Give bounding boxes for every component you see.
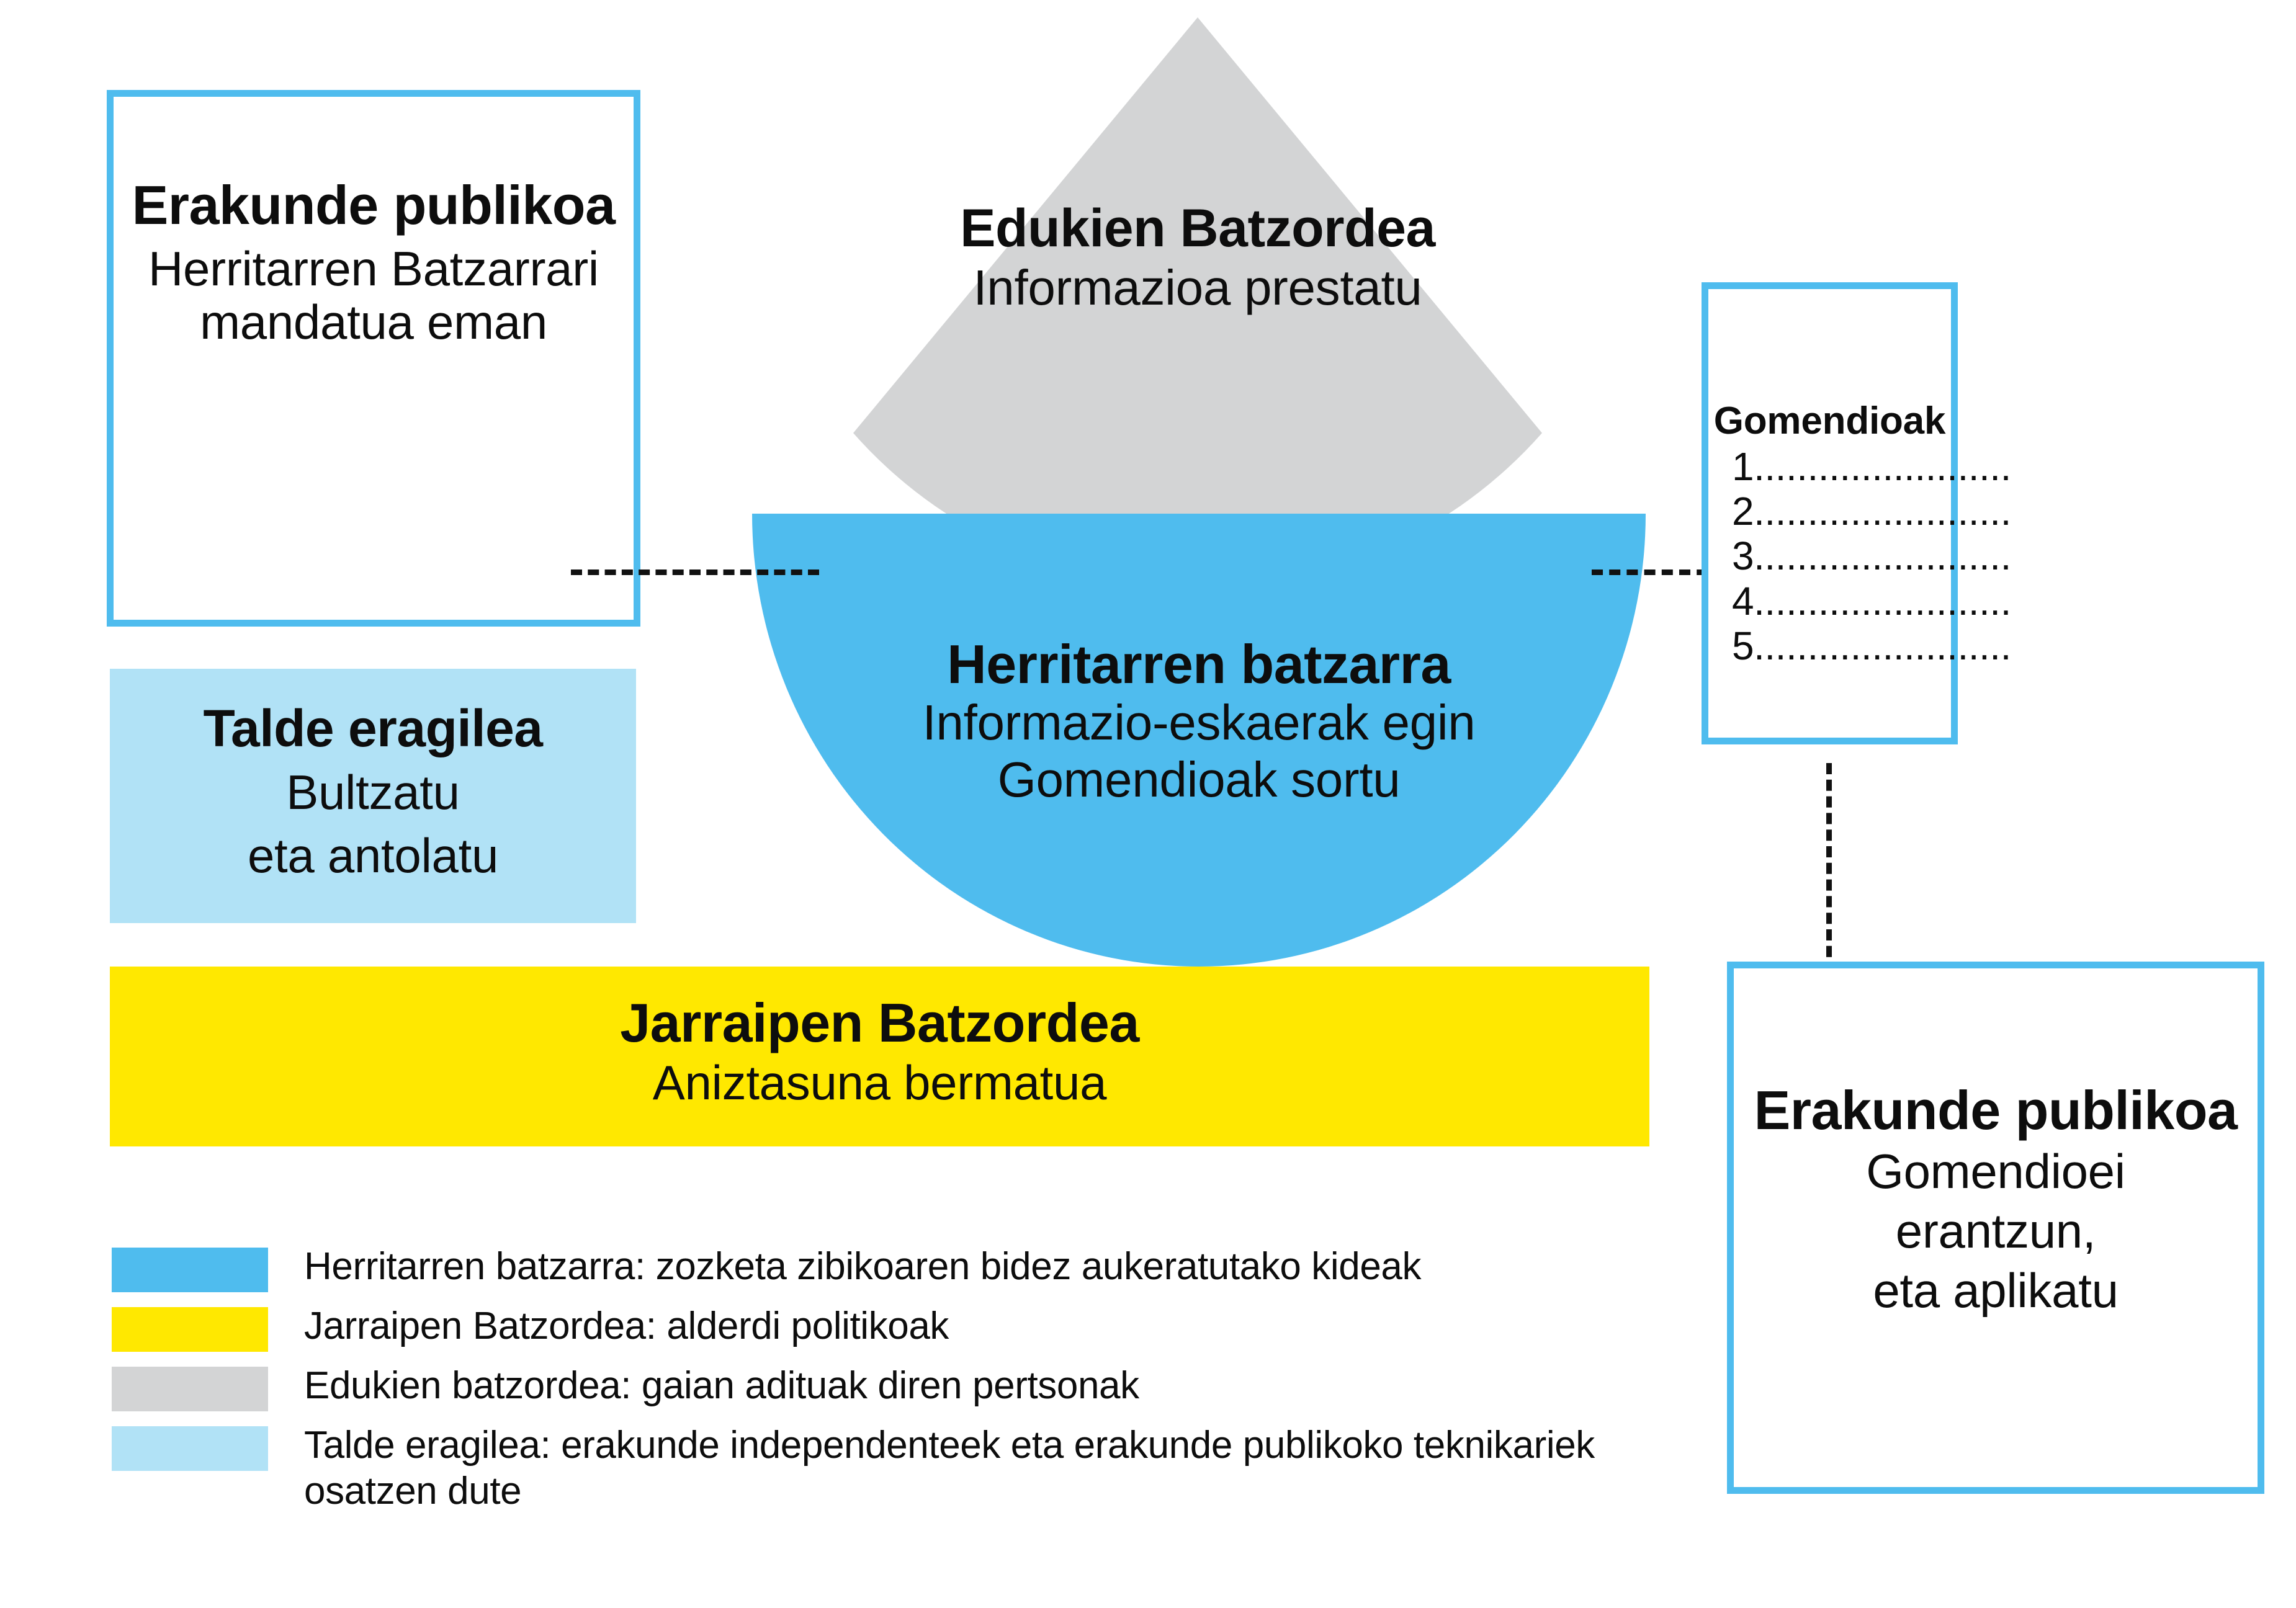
dome-path [752,514,1646,967]
public-institution-right-title: Erakunde publikoa [1754,1079,2238,1141]
legend-swatch-light-blue [112,1426,268,1471]
content-committee-wedge-shape: Edukien Batzordea Informazioa prestatu [853,17,1542,589]
public-institution-left-box: Erakunde publikoa Herritarren Batzarrari… [107,90,640,627]
monitoring-committee-box: Jarraipen Batzordea Aniztasuna bermatua [110,967,1649,1146]
citizen-assembly-dome-svg [752,514,1646,967]
legend-swatch-gray [112,1367,268,1411]
public-institution-right-subtitle-line2: erantzun, [1895,1204,2096,1259]
working-group-box: Talde eragilea Bultzatu eta antolatu [110,669,636,923]
public-institution-left-subtitle: Herritarren Batzarrari mandatua eman [148,241,599,350]
public-institution-right-box: Erakunde publikoa Gomendioei erantzun, e… [1727,962,2264,1494]
list-item: 1........................ [1732,444,2011,489]
legend-label: Talde eragilea: erakunde independenteek … [304,1424,1595,1513]
legend-label: Edukien batzordea: gaian adituak diren p… [304,1364,1139,1407]
content-committee-wedge-svg [853,17,1542,589]
legend-swatch-yellow [112,1307,268,1352]
list-item: 5........................ [1732,623,2011,668]
working-group-subtitle-line1: Bultzatu [286,765,460,820]
legend-item-content-committee: Edukien batzordea: gaian adituak diren p… [112,1363,1700,1411]
working-group-title: Talde eragilea [203,699,543,757]
monitoring-committee-content: Jarraipen Batzordea Aniztasuna bermatua [110,994,1649,1110]
public-institution-right-subtitle-line1: Gomendioei [1866,1144,2125,1199]
public-institution-left-title: Erakunde publikoa [132,174,616,236]
public-institution-left-content: Erakunde publikoa Herritarren Batzarrari… [114,176,634,349]
legend: Herritarren batzarra: zozketa zibikoaren… [112,1244,1700,1526]
recommendations-content: Gomendioak 1........................ 2..… [1708,400,2012,669]
connector-right-dashed-line [1592,570,1778,575]
public-institution-right-subtitle-line3: eta aplikatu [1873,1262,2119,1318]
legend-item-working-group: Talde eragilea: erakunde independenteek … [112,1423,1700,1515]
legend-item-monitoring-committee: Jarraipen Batzordea: alderdi politikoak [112,1303,1700,1352]
wedge-path [853,17,1542,589]
working-group-subtitle-line2: eta antolatu [247,828,499,883]
legend-label: Jarraipen Batzordea: alderdi politikoak [304,1305,949,1347]
public-institution-right-content: Erakunde publikoa Gomendioei erantzun, e… [1734,1081,2258,1318]
list-item: 4........................ [1732,578,2011,623]
list-item: 2........................ [1732,489,2011,534]
recommendations-list: 1........................ 2.............… [1708,444,2011,669]
citizen-assembly-dome-shape: Herritarren batzarra Informazio-eskaerak… [752,514,1646,967]
monitoring-committee-title: Jarraipen Batzordea [620,992,1139,1053]
monitoring-committee-subtitle: Aniztasuna bermatua [652,1055,1107,1110]
legend-item-citizen-assembly: Herritarren batzarra: zozketa zibikoaren… [112,1244,1700,1292]
list-item: 3........................ [1732,534,2011,579]
legend-swatch-blue [112,1248,268,1292]
connector-down-dashed-line [1826,763,1832,1024]
working-group-content: Talde eragilea Bultzatu eta antolatu [110,699,636,883]
recommendations-title: Gomendioak [1713,400,1946,442]
recommendations-box: Gomendioak 1........................ 2..… [1702,282,2012,744]
connector-left-dashed-line [571,570,819,575]
legend-label: Herritarren batzarra: zozketa zibikoaren… [304,1245,1422,1288]
